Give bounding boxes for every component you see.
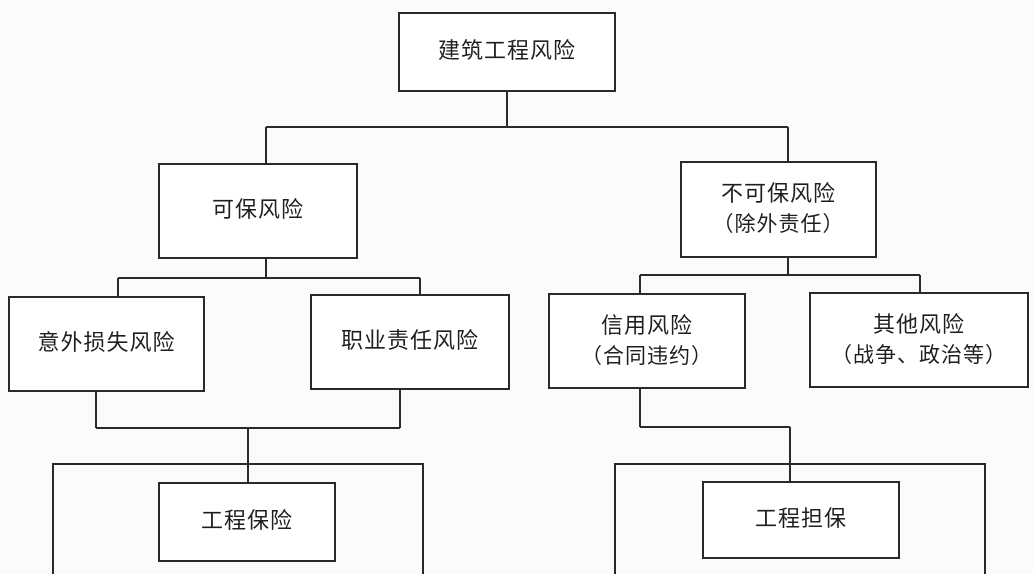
- uninsurable-risk-node: 不可保风险 （除外责任）: [680, 161, 877, 258]
- uninsurable-risk-label: 不可保风险: [720, 182, 836, 208]
- credit-risk-sublabel: （合同违约）: [581, 343, 713, 368]
- professional-liability-risk-label: 职业责任风险: [340, 329, 479, 355]
- engineering-insurance-frame: [52, 463, 424, 574]
- credit-risk-label: 信用风险: [600, 313, 693, 339]
- engineering-insurance-node: 工程保险: [158, 482, 336, 562]
- engineering-guarantee-node: 工程担保: [702, 481, 900, 559]
- engineering-guarantee-label: 工程担保: [754, 507, 847, 533]
- root-node: 建筑工程风险: [398, 12, 616, 92]
- insurable-risk-node: 可保风险: [158, 163, 358, 259]
- professional-liability-risk-node: 职业责任风险: [310, 294, 510, 390]
- root-label: 建筑工程风险: [437, 39, 576, 65]
- insurable-risk-label: 可保风险: [211, 198, 304, 224]
- engineering-insurance-label: 工程保险: [200, 509, 293, 535]
- engineering-guarantee-frame: [614, 463, 986, 574]
- uninsurable-risk-sublabel: （除外责任）: [712, 212, 845, 237]
- accident-loss-risk-label: 意外损失风险: [37, 331, 176, 357]
- other-risk-node: 其他风险 （战争、政治等）: [809, 292, 1029, 388]
- other-risk-sublabel: （战争、政治等）: [831, 342, 1007, 367]
- other-risk-label: 其他风险: [872, 312, 965, 338]
- accident-loss-risk-node: 意外损失风险: [8, 296, 205, 392]
- credit-risk-node: 信用风险 （合同违约）: [548, 293, 746, 389]
